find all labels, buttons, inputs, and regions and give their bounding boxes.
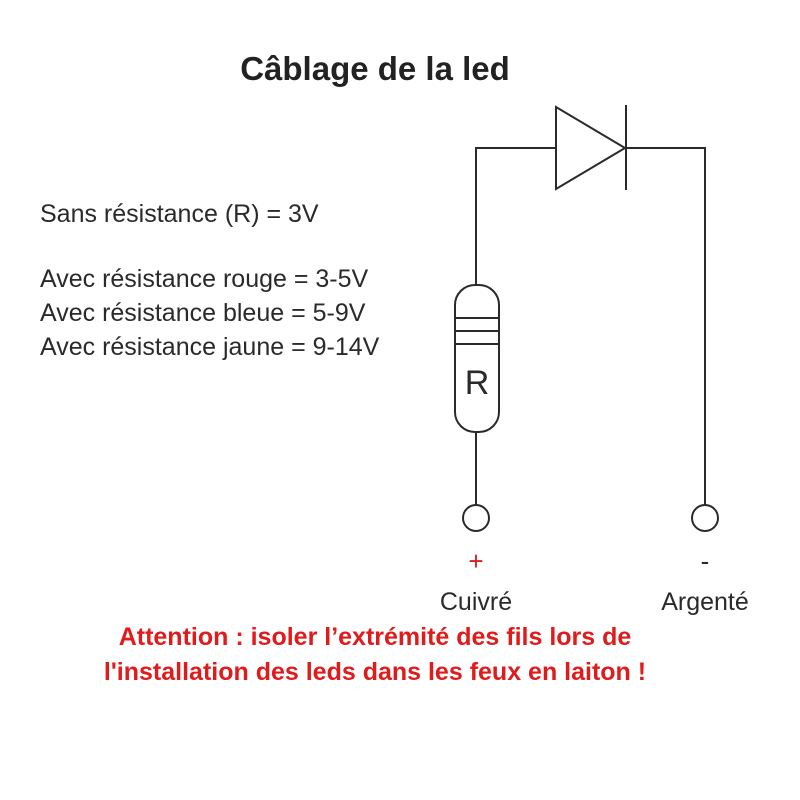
positive-sign: + — [468, 546, 484, 576]
negative-sign: - — [700, 546, 710, 576]
positive-label: Cuivré — [439, 588, 513, 616]
spec-no-resistor: Sans résistance (R) = 3V — [40, 200, 319, 228]
warning-line-1: Attention : isoler l’extrémité des fils … — [118, 623, 632, 651]
diode-icon — [555, 105, 627, 191]
resistor-body — [454, 284, 500, 433]
spec-yellow-resistor: Avec résistance jaune = 9-14V — [40, 333, 380, 361]
spec-red-resistor: Avec résistance rouge = 3-5V — [40, 265, 369, 293]
diagram-title: Câblage de la led — [240, 50, 510, 87]
spec-blue-resistor: Avec résistance bleue = 5-9V — [40, 299, 366, 327]
negative-label: Argenté — [661, 588, 749, 616]
resistor-label: R — [465, 364, 490, 402]
terminal-positive-circle — [462, 504, 490, 532]
warning-line-2: l'installation des leds dans les feux en… — [103, 658, 647, 686]
wire-right — [626, 147, 706, 505]
wire-left-upper — [475, 147, 556, 285]
terminal-negative-circle — [691, 504, 719, 532]
